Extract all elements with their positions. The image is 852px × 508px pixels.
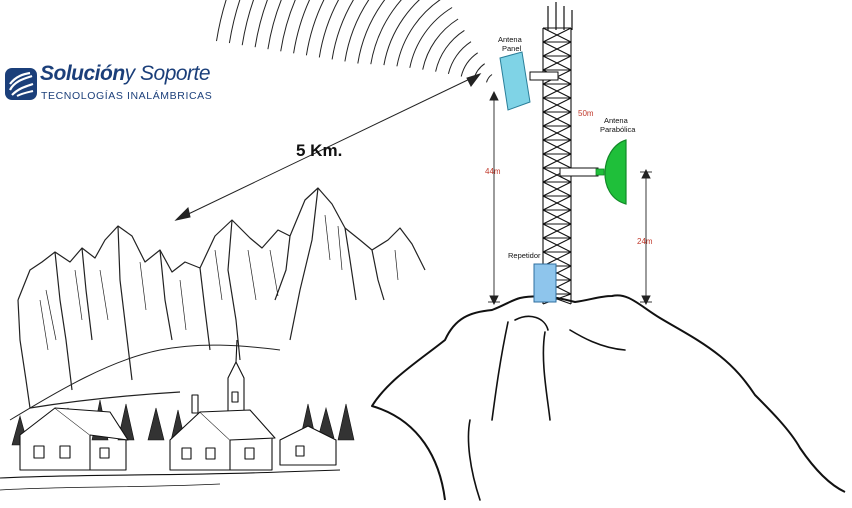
hill xyxy=(371,294,846,501)
tower-brace xyxy=(542,181,572,197)
radio-wave-arc xyxy=(280,0,296,52)
radio-wave-arc xyxy=(254,0,268,48)
tower-brace xyxy=(542,237,572,253)
radio-wave-arc xyxy=(305,0,325,56)
dimension-lines xyxy=(488,90,652,306)
radio-wave-arc xyxy=(331,0,354,60)
tower-brace xyxy=(542,55,572,71)
distance-arrow xyxy=(174,73,482,221)
tower-brace xyxy=(542,83,572,99)
tower-antenna-masts xyxy=(547,2,573,30)
solucion-soporte-logo-icon xyxy=(5,68,37,100)
radio-wave-arc xyxy=(409,7,453,68)
logo-wordmark: Solucióny Soporte xyxy=(40,62,211,86)
tower-brace xyxy=(542,41,572,57)
radio-wave-arc xyxy=(460,52,478,77)
dish-label-line1: Antena xyxy=(604,116,629,125)
tower-brace xyxy=(542,97,572,113)
lattice-tower xyxy=(542,27,572,305)
tower-brace xyxy=(542,223,572,239)
radio-wave-arc xyxy=(396,0,441,67)
tower-brace xyxy=(542,153,572,169)
radio-wave-arc xyxy=(344,0,370,62)
logo-tagline: TECNOLOGÍAS INALÁMBRICAS xyxy=(41,90,213,102)
radio-wave-arc xyxy=(486,74,493,83)
radio-wave-arc xyxy=(383,0,420,66)
height-label-50m: 50m xyxy=(578,109,594,118)
dish-label-line2: Parabólica xyxy=(600,125,636,134)
logo-name-bold: Solución xyxy=(40,62,125,85)
hill-contours xyxy=(467,315,626,501)
logo-name-light: y Soporte xyxy=(124,62,211,85)
village xyxy=(0,339,341,491)
tower-brace xyxy=(542,27,572,43)
height-label-44m: 44m xyxy=(485,167,501,176)
tower-brace xyxy=(542,209,572,225)
tower-brace xyxy=(542,139,572,155)
radio-wave-arc xyxy=(422,18,459,70)
height-label-24m: 24m xyxy=(637,237,653,246)
radio-wave-arc xyxy=(216,0,227,42)
repeater-box xyxy=(533,263,557,303)
radio-wave-arc xyxy=(241,0,255,46)
parabolic-antenna xyxy=(559,139,627,205)
mountain-range xyxy=(9,187,426,421)
radio-wave-arc xyxy=(318,0,340,58)
radio-wave-arc xyxy=(267,0,282,50)
radio-wave-arc xyxy=(228,0,241,44)
panel-antenna-label-line2: Panel xyxy=(502,44,522,53)
radio-wave-arc xyxy=(447,41,472,75)
distance-label: 5 Km. xyxy=(296,141,342,160)
tower-brace xyxy=(542,125,572,141)
radio-wave-arc xyxy=(293,0,311,54)
tower-brace xyxy=(542,195,572,211)
panel-antenna xyxy=(499,51,559,111)
radio-wave-arc xyxy=(435,29,465,72)
radio-wave-arc xyxy=(357,0,386,64)
repeater-label: Repetidor xyxy=(508,251,541,260)
tower-brace xyxy=(542,111,572,127)
radio-wave-arc xyxy=(370,0,402,65)
panel-antenna-label-line1: Antena xyxy=(498,35,523,44)
radio-wave-arcs xyxy=(216,0,493,83)
